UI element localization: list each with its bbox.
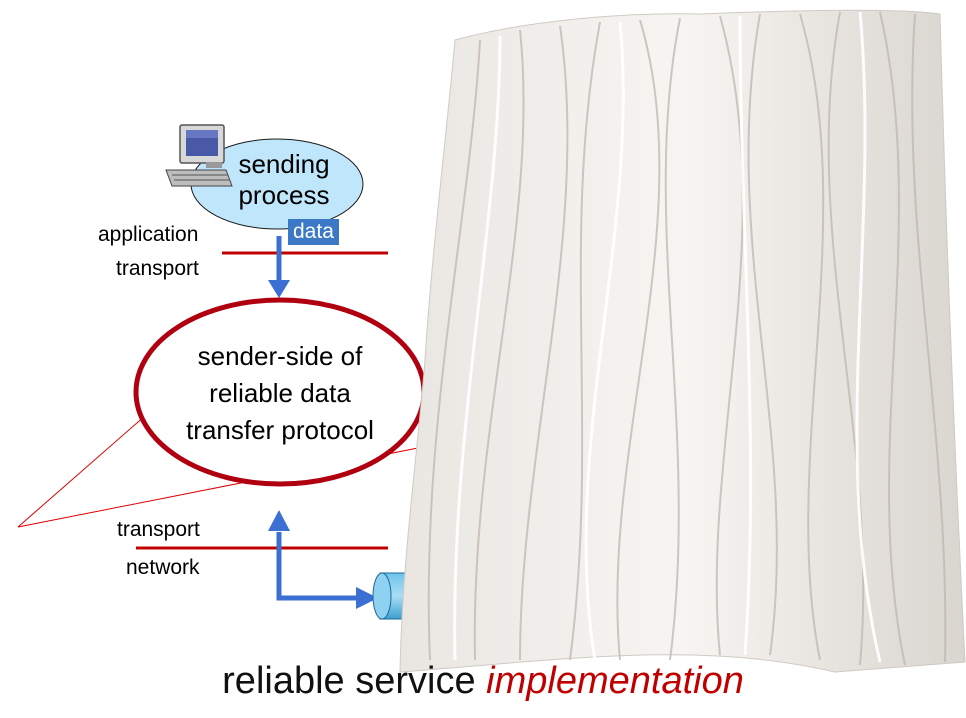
- caption-plain: reliable service: [222, 660, 487, 702]
- computer-icon: [165, 124, 233, 187]
- caption: reliable service implementation: [0, 660, 966, 703]
- application-layer-label: application: [98, 223, 199, 246]
- caption-italic: implementation: [486, 660, 744, 702]
- sending-process-label: sending process: [224, 149, 344, 211]
- transport-layer-label-top: transport: [116, 257, 199, 280]
- sender-side-line1: sender-side of: [197, 341, 363, 371]
- network-layer-label: network: [126, 556, 200, 579]
- down-arrow: [268, 236, 290, 298]
- sender-side-line2: reliable data: [209, 378, 351, 408]
- sending-process-line1: sending: [238, 149, 330, 179]
- curtain-image: [399, 9, 966, 673]
- data-tag: data: [288, 219, 339, 245]
- sender-side-line3: transfer protocol: [186, 415, 374, 445]
- send-path-arrow: [268, 510, 378, 609]
- sending-process-line2: process: [238, 180, 330, 210]
- sender-side-label: sender-side of reliable data transfer pr…: [150, 338, 410, 449]
- transport-layer-label-bottom: transport: [117, 518, 200, 541]
